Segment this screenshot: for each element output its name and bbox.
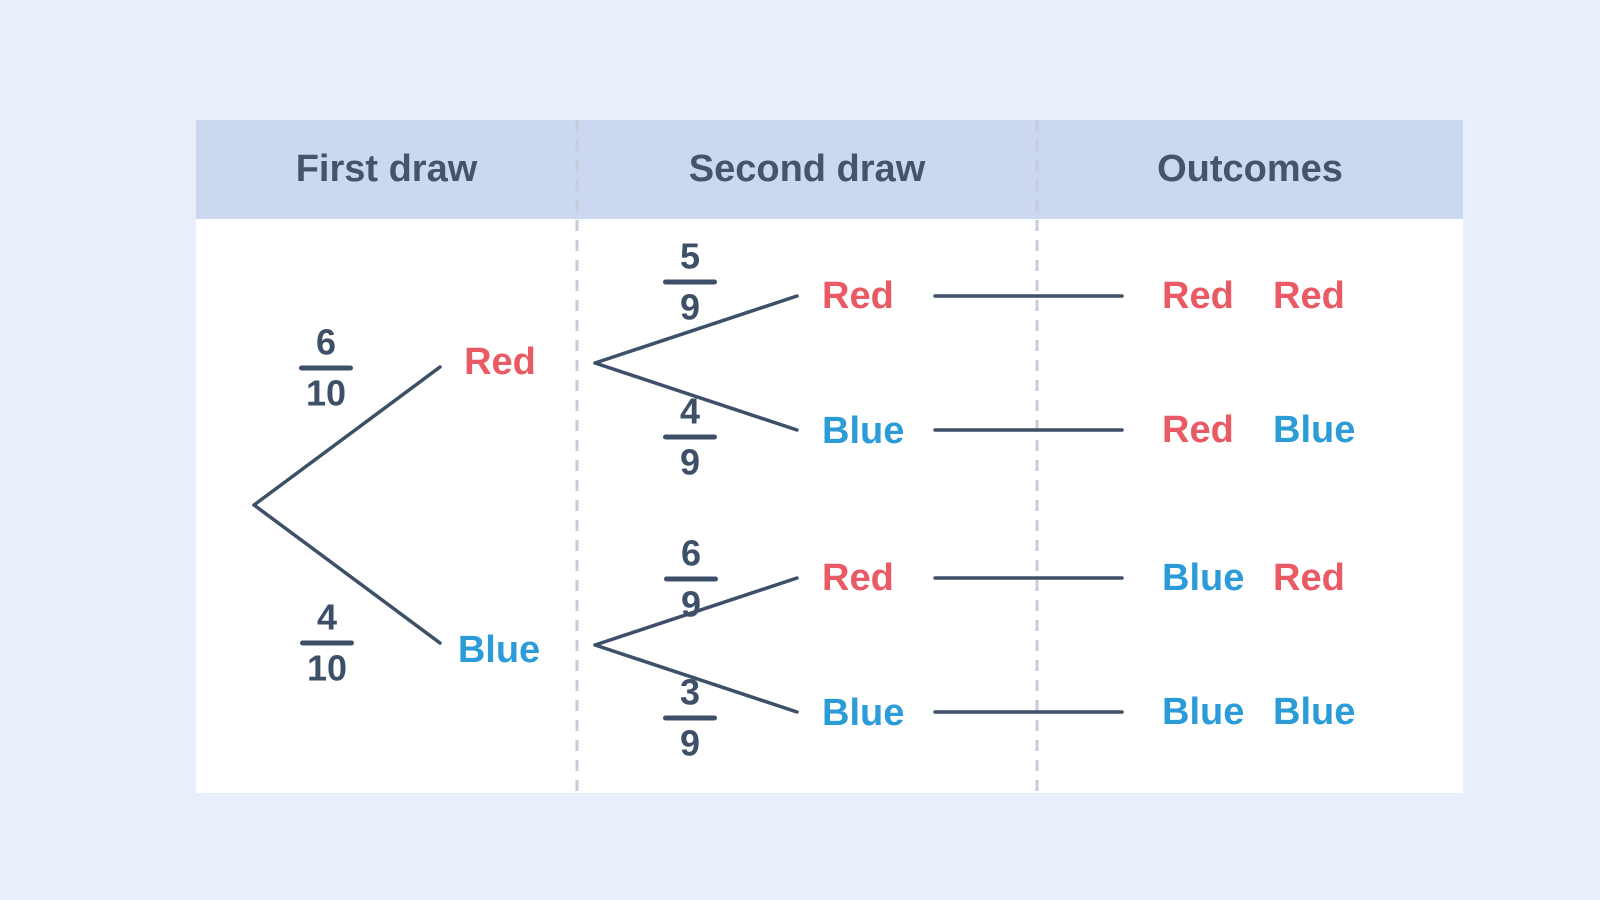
- branch-red-to-blue: [593, 361, 799, 432]
- outcome-word-second: Blue: [1273, 409, 1356, 451]
- outcome-red-red: Red Red: [1162, 277, 1345, 315]
- fraction-numerator: 3: [679, 671, 701, 713]
- branch-root-to-blue: [252, 503, 442, 645]
- node-second-draw-blue-2: Blue: [822, 692, 905, 734]
- probability-first-red: 6 10: [299, 321, 353, 414]
- outcome-blue-blue: Blue Blue: [1162, 693, 1355, 731]
- fraction-numerator: 4: [679, 390, 701, 432]
- outcome-word-first: Red: [1162, 275, 1234, 317]
- fraction-bar: [663, 279, 717, 285]
- node-second-draw-blue-1: Blue: [822, 410, 905, 452]
- fraction-denominator: 10: [305, 372, 347, 414]
- outcome-word-first: Blue: [1162, 557, 1245, 599]
- fraction-denominator: 9: [680, 583, 702, 625]
- outcome-word-second: Blue: [1273, 691, 1356, 733]
- fraction-denominator: 9: [679, 286, 701, 328]
- fraction-bar: [299, 365, 353, 371]
- fraction-bar: [300, 640, 354, 646]
- probability-blue-blue: 3 9: [663, 671, 717, 764]
- fraction-numerator: 4: [316, 596, 338, 638]
- outcome-word-second: Red: [1273, 557, 1345, 599]
- probability-first-blue: 4 10: [300, 596, 354, 689]
- node-first-draw-red: Red: [464, 341, 536, 383]
- outcome-blue-red: Blue Red: [1162, 559, 1345, 597]
- branch-blue-to-blue: [593, 643, 799, 714]
- column-header-first-draw: First draw: [295, 148, 478, 190]
- fraction-bar: [663, 715, 717, 721]
- table-header-row: First draw Second draw Outcomes: [196, 120, 1463, 219]
- fraction-denominator: 9: [679, 722, 701, 764]
- branch-red-to-red: [593, 294, 799, 365]
- outcome-word-second: Red: [1273, 275, 1345, 317]
- fraction-numerator: 5: [679, 235, 701, 277]
- fraction-denominator: 9: [679, 441, 701, 483]
- fraction-numerator: 6: [680, 532, 702, 574]
- probability-red-blue: 4 9: [663, 390, 717, 483]
- node-second-draw-red-2: Red: [822, 557, 894, 599]
- fraction-bar: [663, 434, 717, 440]
- column-header-second-draw: Second draw: [688, 148, 926, 190]
- branch-root-to-red: [252, 365, 442, 507]
- probability-red-red: 5 9: [663, 235, 717, 328]
- outcome-word-first: Red: [1162, 409, 1234, 451]
- node-second-draw-red-1: Red: [822, 275, 894, 317]
- fraction-numerator: 6: [315, 321, 337, 363]
- outcome-word-first: Blue: [1162, 691, 1245, 733]
- probability-tree-panel: First draw Second draw Outcomes 6 10 4: [196, 120, 1463, 793]
- tree-lines-layer: [252, 120, 1124, 793]
- probability-blue-red: 6 9: [664, 532, 718, 625]
- fraction-denominator: 10: [306, 647, 348, 689]
- outcome-red-blue: Red Blue: [1162, 411, 1355, 449]
- fraction-bar: [664, 576, 718, 582]
- branch-blue-to-red: [593, 576, 799, 647]
- node-first-draw-blue: Blue: [457, 629, 541, 671]
- column-header-outcomes: Outcomes: [1157, 148, 1343, 190]
